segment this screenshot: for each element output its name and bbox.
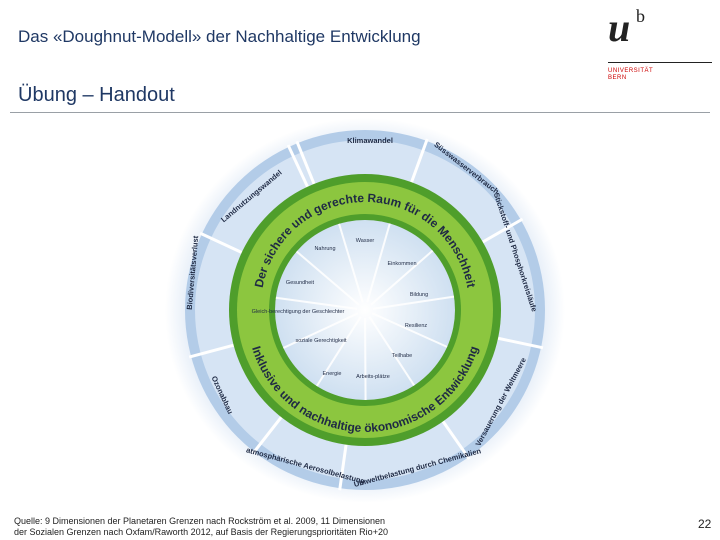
inner-divider xyxy=(370,249,434,306)
inner-divider xyxy=(295,250,360,306)
inner-divider xyxy=(371,312,448,348)
inner-dimension-label: Nahrung xyxy=(314,246,335,252)
outer-divider xyxy=(188,343,235,359)
page-subtitle: Übung – Handout xyxy=(18,84,175,106)
inner-divider xyxy=(366,223,391,303)
inner-divider xyxy=(315,316,362,387)
inner-divider xyxy=(275,296,358,310)
source-line-2: der Sozialen Grenzen nach Oxfam/Raworth … xyxy=(14,527,388,537)
inner-dimension-labels: WasserEinkommenBildungResilienzTeilhabeA… xyxy=(252,238,429,380)
inner-dimension-label: Bildung xyxy=(410,292,428,298)
outer-divider xyxy=(286,144,309,188)
logo-mark-u: u xyxy=(608,5,631,50)
outer-divider xyxy=(410,138,429,183)
inner-dimension-label: Wasser xyxy=(356,238,375,244)
inner-divider xyxy=(364,317,367,401)
inner-divider xyxy=(368,316,415,386)
inner-dimension-label: Einkommen xyxy=(387,261,416,267)
outer-sector-dividers xyxy=(188,138,544,491)
source-note: Quelle: 9 Dimensionen der Planetaren Gre… xyxy=(14,516,574,538)
outer-divider xyxy=(199,231,243,254)
logo-line-1: UNIVERSITÄT xyxy=(608,68,654,74)
inner-dimension-label: Gesundheit xyxy=(286,280,315,286)
outer-divider xyxy=(482,217,524,244)
outer-divider xyxy=(295,140,316,185)
source-line-1: Quelle: 9 Dimensionen der Planetaren Gre… xyxy=(14,516,386,526)
outer-dimension-label: Klimawandel xyxy=(347,136,393,145)
inner-dimension-label: Gleich-berechtigung der Geschlechter xyxy=(252,309,345,315)
page-number: 22 xyxy=(698,517,712,531)
inner-divider xyxy=(282,312,359,349)
inner-dimension-label: Arbeits-plätze xyxy=(356,374,390,380)
inner-divider xyxy=(372,295,455,310)
inner-sector-dividers xyxy=(275,223,455,401)
logo-wordmark: UNIVERSITÄT BERN xyxy=(608,68,653,82)
doughnut-diagram: Der sichere und gerechte Raum für die Me… xyxy=(165,118,565,503)
page-title: Das «Doughnut-Modell» der Nachhaltige En… xyxy=(18,27,421,46)
outer-divider xyxy=(338,444,348,491)
inner-dimension-label: Teilhabe xyxy=(392,353,413,359)
outer-divider xyxy=(497,336,544,350)
university-logo: u b xyxy=(608,5,668,58)
logo-divider xyxy=(608,62,712,63)
outer-divider xyxy=(251,416,283,455)
inner-dimension-label: soziale Gerechtigkeit xyxy=(295,338,347,344)
inner-core xyxy=(275,220,455,400)
outer-divider xyxy=(441,420,471,460)
logo-line-2: BERN xyxy=(608,75,627,81)
inner-dimension-label: Energie xyxy=(323,371,342,377)
logo-mark-b: b xyxy=(636,6,645,26)
inner-divider xyxy=(338,223,364,303)
inner-dimension-label: Resilienz xyxy=(405,323,428,329)
header-divider xyxy=(10,112,710,113)
